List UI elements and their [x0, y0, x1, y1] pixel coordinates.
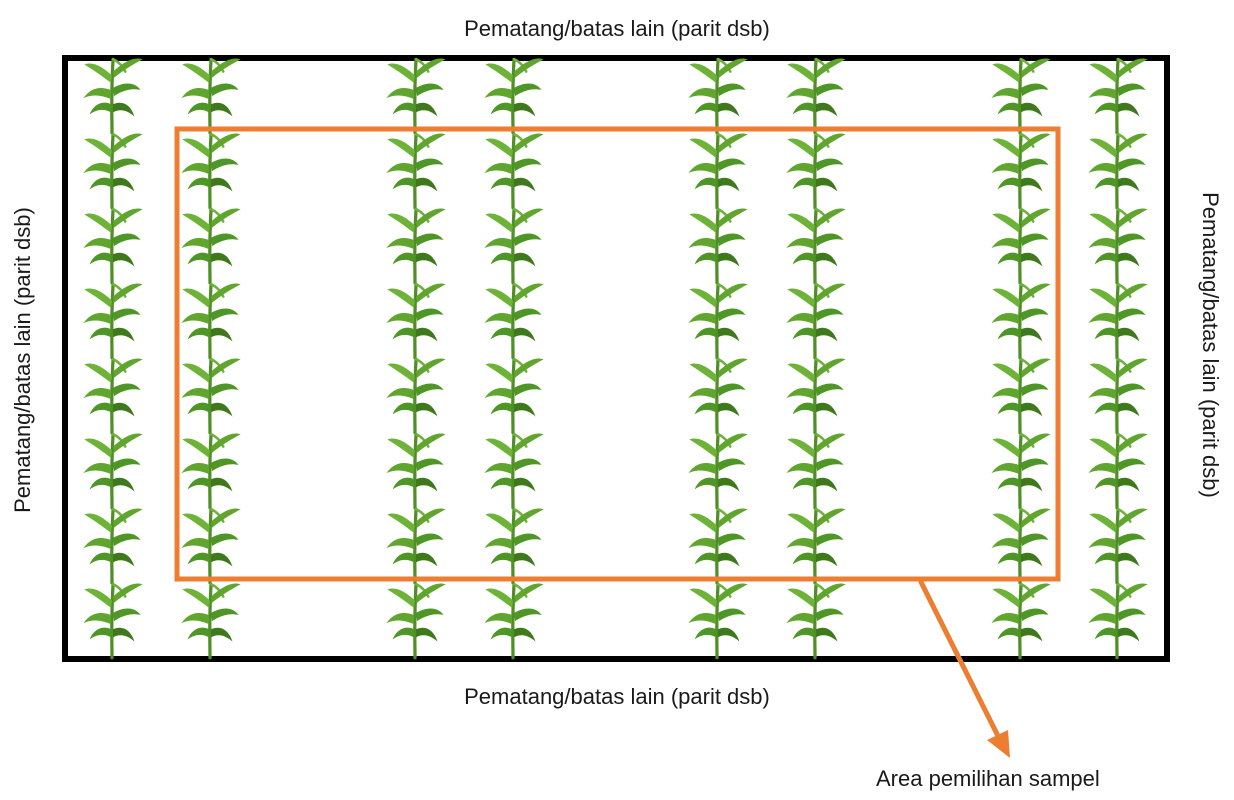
field-boundary: [62, 55, 1170, 662]
top-boundary-label: Pematang/batas lain (parit dsb): [464, 16, 770, 41]
sample-area-arrow-line: [918, 579, 1001, 739]
right-boundary-label: Pematang/batas lain (parit dsb): [1198, 192, 1223, 498]
left-boundary-label: Pematang/batas lain (parit dsb): [10, 207, 35, 513]
sample-area-arrowhead: [987, 730, 1010, 758]
sample-area-rectangle: [174, 126, 1061, 582]
sample-area-label: Area pemilihan sampel: [876, 766, 1100, 791]
bottom-boundary-label: Pematang/batas lain (parit dsb): [464, 684, 770, 709]
